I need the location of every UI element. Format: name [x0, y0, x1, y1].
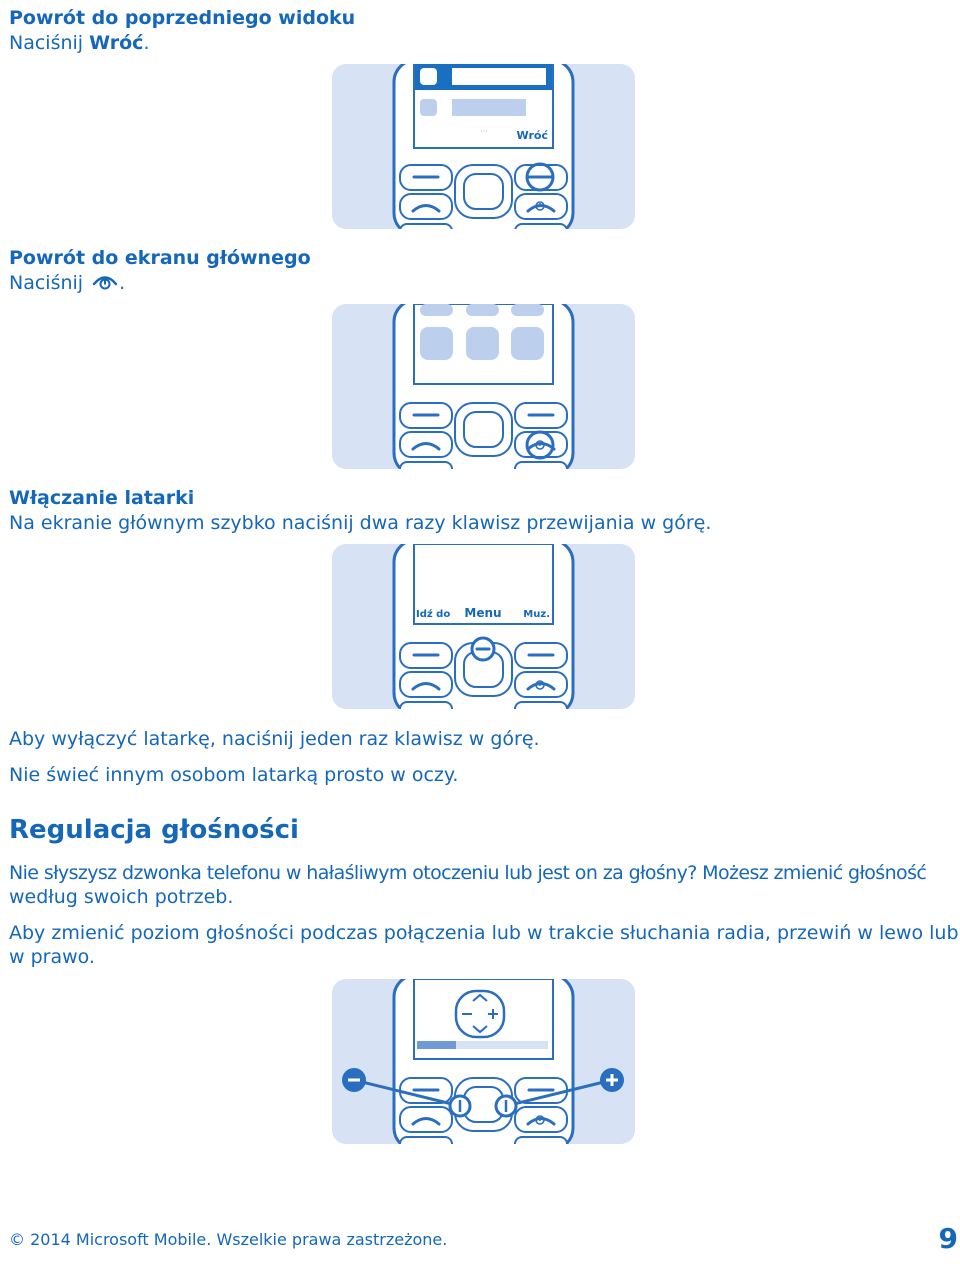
end-key-icon [92, 276, 118, 290]
call-key-icon [411, 204, 441, 213]
home-instruction-prefix: Naciśnij [9, 272, 84, 294]
list-item-text [452, 68, 546, 85]
flashlight-title: Włączanie latarki [9, 487, 195, 509]
nav-down-arrow-icon [472, 1025, 488, 1034]
list-item-icon [420, 99, 437, 116]
back-instruction-suffix: . [143, 32, 150, 54]
left-pointer-line [353, 1078, 461, 1108]
press-indicator-circle [525, 162, 555, 192]
call-key-icon [411, 682, 441, 691]
nav-up-arrow-icon [472, 993, 488, 1002]
volume-title: Regulacja głośności [9, 815, 299, 845]
phone-illustration-flashlight: Idź do Menu Muz. [332, 544, 635, 709]
flashlight-off-text: Aby wyłączyć latarkę, naciśnij jeden raz… [9, 728, 540, 750]
phone-screen [413, 544, 554, 625]
right-pointer-line [505, 1078, 613, 1108]
power-icon [535, 201, 545, 211]
list-item-icon [420, 68, 437, 85]
navigation-key-icon [454, 989, 506, 1039]
home-instruction-suffix: . [119, 272, 126, 294]
back-instruction-prefix: Naciśnij [9, 32, 90, 54]
power-icon [535, 1115, 545, 1125]
phone-illustration-back: ··· Wróć [332, 64, 635, 229]
page-number: 9 [938, 1222, 958, 1255]
softkey-right-label: Muz. [523, 609, 550, 620]
flashlight-warning: Nie świeć innym osobom latarką prosto w … [9, 764, 459, 786]
end-key-icon [526, 682, 556, 691]
phone-illustration-volume [332, 979, 635, 1144]
softkey-left-label: Idź do [416, 608, 450, 620]
call-key-icon [411, 442, 441, 451]
end-key-icon [526, 204, 556, 213]
call-key-icon [411, 1117, 441, 1126]
home-title: Powrót do ekranu głównego [9, 247, 311, 269]
volume-para2-line1: Aby zmienić poziom głośności podczas poł… [9, 922, 959, 944]
footer-copyright: © 2014 Microsoft Mobile. Wszelkie prawa … [9, 1230, 448, 1249]
power-icon [535, 680, 545, 690]
back-instruction: Naciśnij Wróć. [9, 32, 149, 54]
home-instruction: Naciśnij. [9, 272, 125, 294]
app-grid [420, 304, 544, 360]
volume-para2-line2: w prawo. [9, 946, 95, 968]
press-indicator-circle [525, 430, 555, 460]
volume-bar-fill [417, 1041, 456, 1049]
screen-dots: ··· [480, 127, 488, 136]
back-title: Powrót do poprzedniego widoku [9, 7, 356, 29]
softkey-center-label: Menu [464, 606, 501, 620]
list-item-text [452, 99, 526, 116]
volume-para1-line1: Nie słyszysz dzwonka telefonu w hałaśliw… [9, 862, 927, 884]
screen-softkey-back: Wróć [517, 129, 549, 142]
phone-illustration-home [332, 304, 635, 469]
back-key-name: Wróć [89, 32, 144, 54]
power-icon [535, 440, 545, 450]
volume-para1-line2: według swoich potrzeb. [9, 886, 234, 908]
flashlight-instruction: Na ekranie głównym szybko naciśnij dwa r… [9, 512, 712, 534]
end-key-icon [526, 1117, 556, 1126]
volume-bar-track [417, 1041, 548, 1049]
